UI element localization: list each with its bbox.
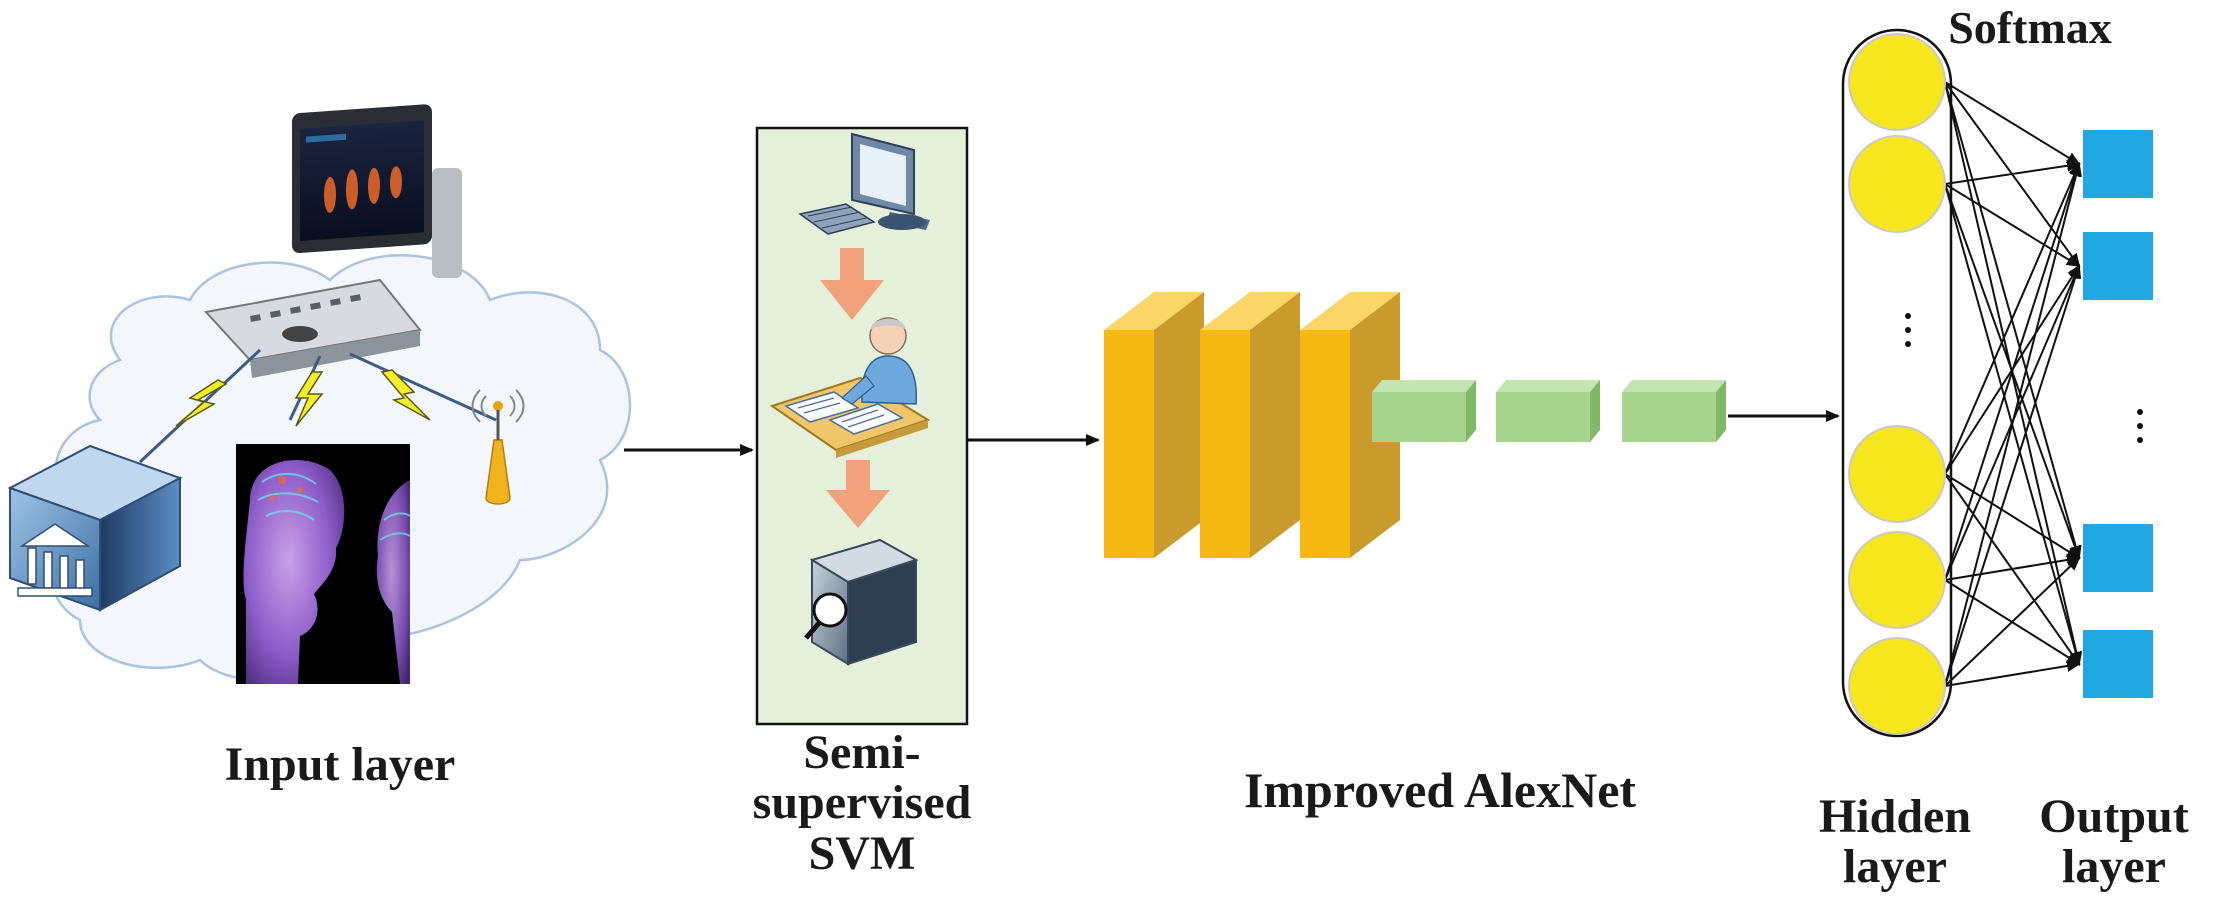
- hidden-node: [1848, 135, 1946, 233]
- hidden-ellipsis: [1905, 313, 1911, 347]
- network-edges: [1944, 81, 2083, 687]
- hidden-node: [1848, 637, 1946, 735]
- hidden-layer-label-line-1: Hidden: [1818, 790, 1972, 843]
- network-edge: [1944, 162, 2082, 581]
- output-layer-label-line-1: Output: [2039, 790, 2189, 843]
- conv-block-3: [1300, 292, 1400, 558]
- network-edge: [1944, 162, 2082, 687]
- output-node: [2083, 232, 2153, 300]
- hidden-layer-capsule: [1841, 28, 1953, 738]
- output-node: [2083, 630, 2153, 698]
- doctor-at-desk-icon: [769, 317, 931, 458]
- network-edge: [1944, 159, 2081, 185]
- brain-scan-image: [236, 444, 411, 684]
- hidden-node: [1848, 33, 1946, 131]
- network-edge: [1944, 660, 2081, 687]
- output-layer-label: Output layer: [2014, 790, 2214, 894]
- svm-label-line-3: SVM: [808, 826, 916, 880]
- ultrasound-scanner-icon: [204, 104, 462, 378]
- svm-panel: [755, 126, 969, 726]
- output-ellipsis: [2137, 409, 2143, 443]
- network-edge: [1944, 162, 2080, 475]
- svm-label: Semi- supervised SVM: [742, 726, 982, 880]
- softmax-label: Softmax: [1948, 2, 2112, 53]
- network-group: [1841, 28, 2153, 738]
- input-layer-group: [7, 104, 632, 684]
- conv-block-1: [1104, 292, 1204, 558]
- network-edge: [1944, 554, 2081, 581]
- network-edge: [1944, 81, 2081, 166]
- output-node: [2083, 130, 2153, 198]
- fc-block-3: [1622, 380, 1726, 442]
- scanner-device-icon: [804, 538, 919, 666]
- fc-block-2: [1496, 380, 1600, 442]
- network-edge: [1944, 264, 2082, 687]
- hidden-nodes: [1848, 33, 1946, 735]
- output-layer-label-line-2: layer: [2062, 840, 2166, 894]
- alexnet-group: [1104, 292, 1726, 558]
- output-nodes: [2083, 130, 2153, 698]
- hidden-layer-label: Hidden layer: [1790, 790, 2000, 894]
- lightning-icons: [175, 369, 431, 427]
- process-arrow-down-1: [820, 248, 884, 320]
- network-edge: [1944, 556, 2081, 687]
- alexnet-label: Improved AlexNet: [1243, 762, 1637, 818]
- hidden-node: [1848, 531, 1946, 629]
- svm-label-line-2: supervised: [752, 776, 972, 830]
- hidden-node: [1848, 425, 1946, 523]
- fc-block-1: [1372, 380, 1476, 442]
- hospital-building-icon: [7, 444, 183, 612]
- input-layer-label: Input layer: [224, 738, 456, 791]
- output-node: [2083, 524, 2153, 592]
- conv-block-2: [1200, 292, 1300, 558]
- antenna-icon: [471, 389, 525, 505]
- network-edge: [1944, 473, 2081, 560]
- svm-label-line-1: Semi-: [803, 726, 921, 779]
- computer-icon: [798, 132, 930, 235]
- process-arrow-down-2: [826, 460, 890, 528]
- hidden-layer-label-line-2: layer: [1843, 840, 1947, 894]
